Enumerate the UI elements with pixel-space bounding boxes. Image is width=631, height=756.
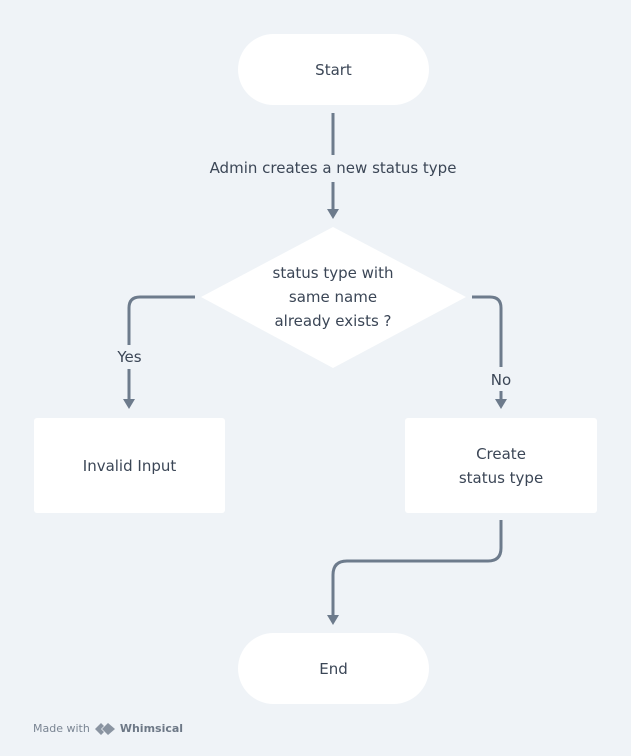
- invalid-input-node: Invalid Input: [34, 418, 225, 513]
- made-with-text: Made with: [33, 722, 90, 735]
- arrowhead-create: [495, 399, 507, 409]
- whimsical-logo-icon: [94, 721, 116, 737]
- connector-create-to-end: [331, 520, 503, 615]
- end-label: End: [319, 659, 348, 678]
- connector-no: [472, 295, 503, 367]
- step-label: Admin creates a new status type: [203, 158, 463, 178]
- start-label: Start: [315, 60, 352, 79]
- create-status-node: Create status type: [405, 418, 597, 513]
- invalid-input-label: Invalid Input: [82, 456, 177, 475]
- decision-diamond: [201, 227, 466, 368]
- decision-label: status type with same name already exist…: [272, 264, 394, 330]
- no-label: No: [486, 370, 516, 390]
- create-status-label: Create status type: [458, 444, 544, 487]
- footer: Made with Whimsical: [33, 721, 183, 737]
- start-node: Start: [238, 34, 429, 105]
- arrowhead-decision: [327, 209, 339, 219]
- arrowhead-invalid: [123, 399, 135, 409]
- connector-yes: [127, 295, 195, 345]
- yes-label: Yes: [112, 347, 147, 367]
- end-node: End: [238, 633, 429, 704]
- arrowhead-end: [327, 615, 339, 625]
- whimsical-brand-text: Whimsical: [119, 722, 184, 735]
